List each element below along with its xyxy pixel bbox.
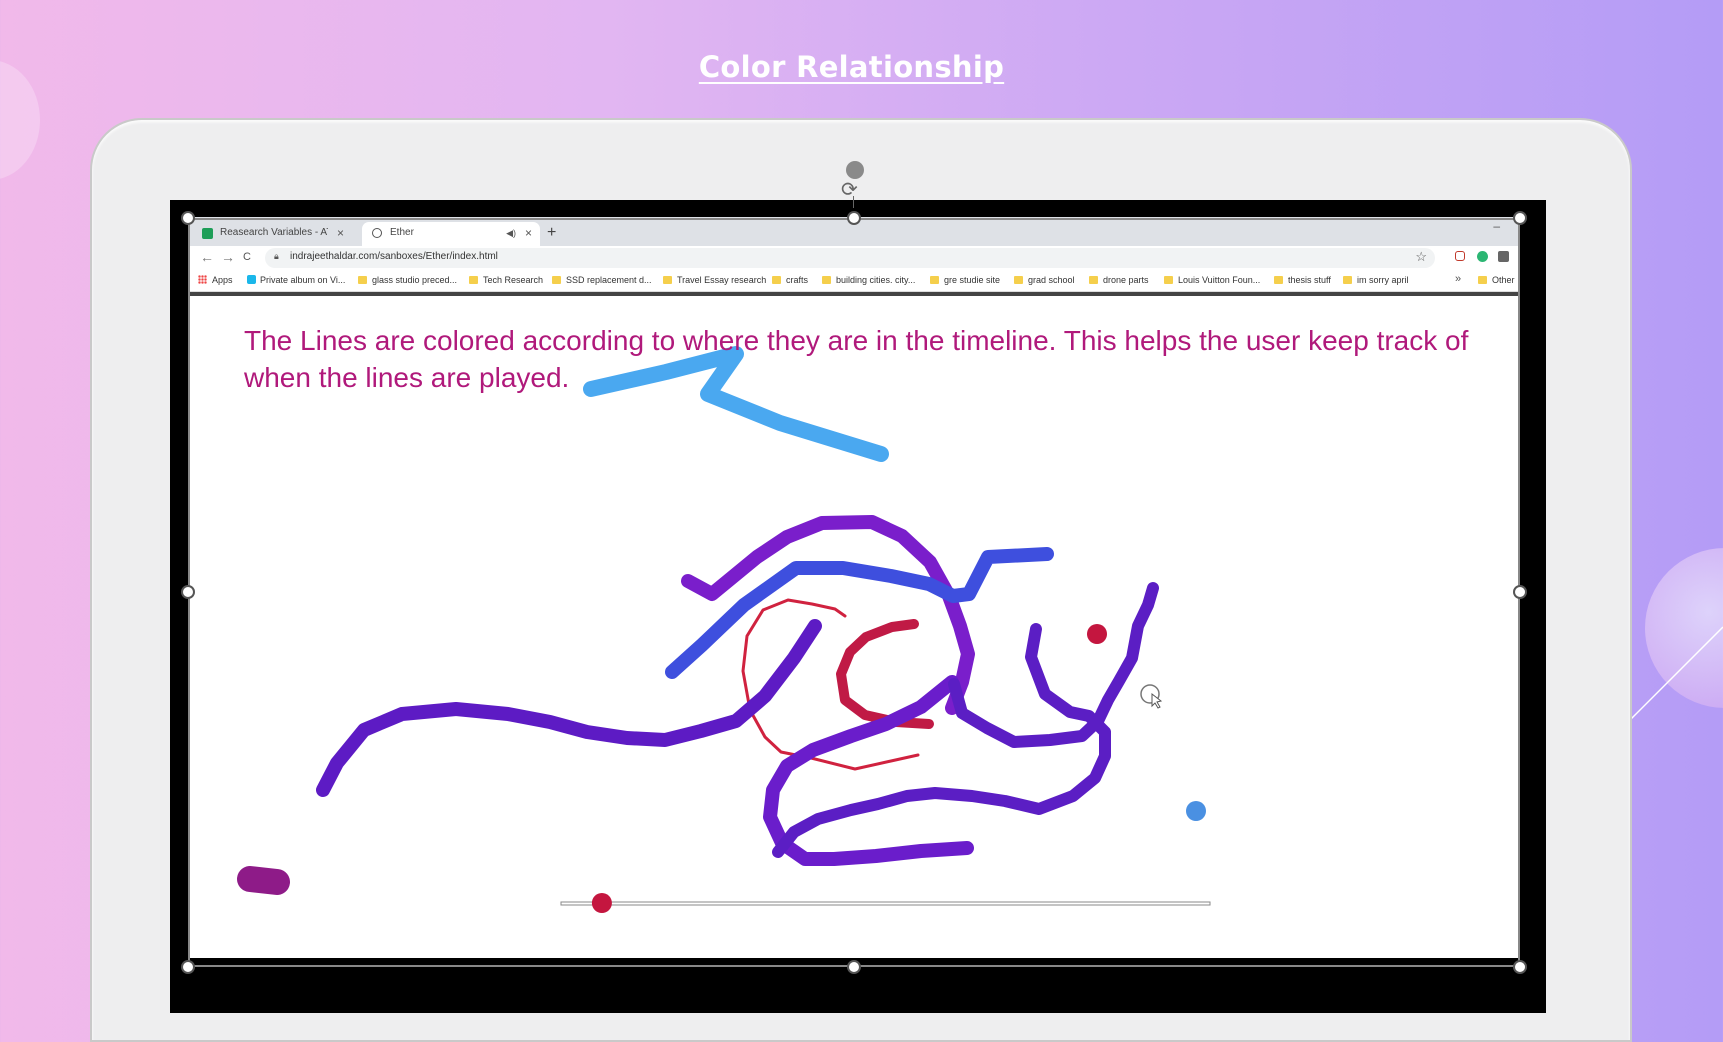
- minimize-button[interactable]: –: [1493, 219, 1500, 233]
- drawing-canvas[interactable]: [190, 296, 1520, 958]
- bookmark-item[interactable]: SSD replacement d...: [552, 275, 652, 285]
- folder-icon: [663, 276, 672, 284]
- tab-title: Reasearch Variables - ATYP AM: [220, 227, 328, 238]
- resize-handle-top-left[interactable]: [181, 211, 195, 225]
- grammarly-extension-icon[interactable]: [1477, 251, 1488, 262]
- bookmark-apps[interactable]: Apps: [198, 275, 233, 285]
- bookmark-item[interactable]: crafts: [772, 275, 808, 285]
- bookmark-star-icon[interactable]: ☆: [1415, 249, 1427, 264]
- page-top-border: [190, 292, 1520, 296]
- bookmark-item[interactable]: Tech Research: [469, 275, 543, 285]
- resize-handle-bottom[interactable]: [847, 960, 861, 974]
- url-text: indrajeethaldar.com/sanboxes/Ether/index…: [290, 251, 498, 262]
- folder-icon: [1343, 276, 1352, 284]
- timeline-track[interactable]: [560, 901, 1211, 906]
- close-icon[interactable]: ×: [524, 226, 532, 240]
- resize-handle-top-right[interactable]: [1513, 211, 1527, 225]
- page-caption: The Lines are colored according to where…: [244, 325, 1469, 393]
- rotate-icon[interactable]: ⟳: [841, 179, 858, 201]
- light-blue-stroke: [583, 346, 889, 462]
- folder-icon: [1274, 276, 1283, 284]
- purple-stroke-lower: [316, 619, 822, 797]
- close-icon[interactable]: ×: [336, 226, 344, 240]
- purple-stroke-upper: [681, 515, 975, 715]
- bookmark-item[interactable]: im sorry april: [1343, 275, 1409, 285]
- bookmark-item[interactable]: glass studio preced...: [358, 275, 457, 285]
- folder-icon: [469, 276, 478, 284]
- resize-handle-left[interactable]: [181, 585, 195, 599]
- browser-toolbar: ← → C 🔒︎ indrajeethaldar.com/sanboxes/Et…: [190, 246, 1520, 271]
- speaker-icon[interactable]: ◀): [506, 228, 516, 238]
- tab-research-variables[interactable]: Reasearch Variables - ATYP AM ×: [192, 222, 352, 246]
- browser-window: Reasearch Variables - ATYP AM × Ether ◀)…: [190, 217, 1520, 958]
- red-dot: [1087, 624, 1107, 644]
- extensions-puzzle-icon[interactable]: [1498, 251, 1509, 262]
- resize-handle-bottom-left[interactable]: [181, 960, 195, 974]
- globe-icon: [372, 228, 382, 238]
- resize-handle-right[interactable]: [1513, 585, 1527, 599]
- selection-frame: [188, 218, 1520, 967]
- folder-icon: [930, 276, 939, 284]
- bookmark-item[interactable]: thesis stuff: [1274, 275, 1331, 285]
- bookmark-item[interactable]: grad school: [1014, 275, 1075, 285]
- blue-dot: [1186, 801, 1206, 821]
- tab-ether[interactable]: Ether ◀) ×: [362, 222, 540, 246]
- tab-title: Ether: [390, 227, 414, 238]
- lock-icon: 🔒︎: [274, 251, 279, 261]
- folder-icon: [358, 276, 367, 284]
- folder-icon: [822, 276, 831, 284]
- slide-title: Color Relationship: [698, 50, 1005, 84]
- purple-loop-stroke: [763, 675, 974, 866]
- bookmark-item[interactable]: drone parts: [1089, 275, 1149, 285]
- address-bar[interactable]: 🔒︎ indrajeethaldar.com/sanboxes/Ether/in…: [265, 248, 1435, 268]
- forward-arrow-icon[interactable]: →: [221, 249, 235, 265]
- folder-icon: [1164, 276, 1173, 284]
- cursor-icon: [1140, 684, 1163, 709]
- timeline-thumb[interactable]: [591, 893, 612, 913]
- bookmark-item[interactable]: building cities. city...: [822, 275, 915, 285]
- resize-handle-top[interactable]: [847, 211, 861, 225]
- rotate-stem: [853, 196, 854, 208]
- folder-icon: [1089, 276, 1098, 284]
- blue-stroke: [665, 547, 1054, 679]
- bookmarks-overflow-icon[interactable]: »: [1455, 273, 1462, 285]
- vimeo-icon: [247, 275, 256, 284]
- bookmark-item[interactable]: gre studie site: [930, 275, 1000, 285]
- new-tab-button[interactable]: +: [547, 224, 557, 241]
- tab-strip: Reasearch Variables - ATYP AM × Ether ◀)…: [190, 217, 1520, 246]
- bookmark-item[interactable]: Travel Essay research: [663, 275, 766, 285]
- webcam: [846, 161, 864, 179]
- back-arrow-icon[interactable]: ←: [200, 249, 214, 265]
- timeline-slider[interactable]: [560, 893, 1211, 913]
- ether-canvas-page[interactable]: The Lines are colored according to where…: [190, 296, 1520, 958]
- bookmark-item[interactable]: Louis Vuitton Foun...: [1164, 275, 1260, 285]
- folder-icon: [552, 276, 561, 284]
- apps-grid-icon: [198, 275, 207, 284]
- bookmark-item[interactable]: Private album on Vi...: [247, 275, 345, 285]
- bookmarks-bar: Apps Private album on Vi... glass studio…: [190, 271, 1520, 292]
- bookmark-other[interactable]: Other: [1478, 275, 1515, 285]
- sheets-icon: [202, 228, 213, 239]
- purple-stroke-hook: [772, 623, 1111, 858]
- magenta-stroke: [237, 866, 290, 895]
- reload-icon[interactable]: C: [243, 251, 251, 263]
- resize-handle-bottom-right[interactable]: [1513, 960, 1527, 974]
- folder-icon: [772, 276, 781, 284]
- pocket-extension-icon[interactable]: [1455, 251, 1465, 261]
- folder-icon: [1478, 276, 1487, 284]
- folder-icon: [1014, 276, 1023, 284]
